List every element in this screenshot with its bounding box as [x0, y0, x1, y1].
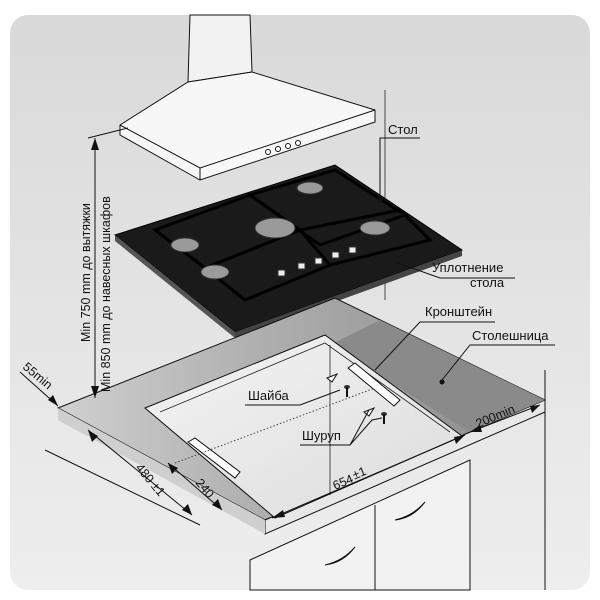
alignment-line: [174, 387, 376, 464]
control-knob: [314, 257, 323, 265]
label-table: Стол: [388, 122, 418, 137]
leader-lines: [245, 137, 555, 446]
dim-width-tolerance: ±1: [350, 464, 368, 482]
control-knob: [297, 262, 306, 270]
label-seal-line2: стола: [470, 275, 505, 290]
burner: [359, 220, 391, 236]
bracket-right: [347, 362, 401, 407]
dim-height-hood: Min 750 mm до вытяжки: [79, 203, 93, 342]
hood-button: [285, 143, 291, 149]
dim-height-cabinets: Min 850 mm до навесных шкафов: [99, 196, 113, 392]
label-screw: Шуруп: [302, 428, 341, 443]
bracket-left: [187, 437, 241, 479]
control-knob: [331, 251, 340, 259]
cabinet-handle: [394, 501, 426, 521]
countertop: [56, 297, 547, 535]
control-knob: [277, 269, 286, 277]
mounting-parts: [174, 362, 401, 479]
hood-button: [265, 149, 271, 155]
burner: [254, 217, 296, 239]
label-bracket: Кронштейн: [425, 304, 492, 319]
control-knob: [348, 246, 357, 254]
dimension-arrows: [48, 138, 540, 518]
burner: [296, 181, 324, 195]
hood-button: [295, 140, 301, 146]
dimension-lines: [19, 127, 541, 526]
hood-button: [275, 146, 281, 152]
label-washer: Шайба: [248, 388, 290, 403]
burner: [170, 237, 200, 253]
label-seal-line1: Уплотнение: [432, 260, 503, 275]
burner: [200, 264, 230, 280]
cabinet-handle: [324, 546, 356, 566]
label-countertop: Столешница: [472, 328, 549, 343]
screw: [326, 372, 339, 383]
cooker-hood: [119, 14, 376, 181]
